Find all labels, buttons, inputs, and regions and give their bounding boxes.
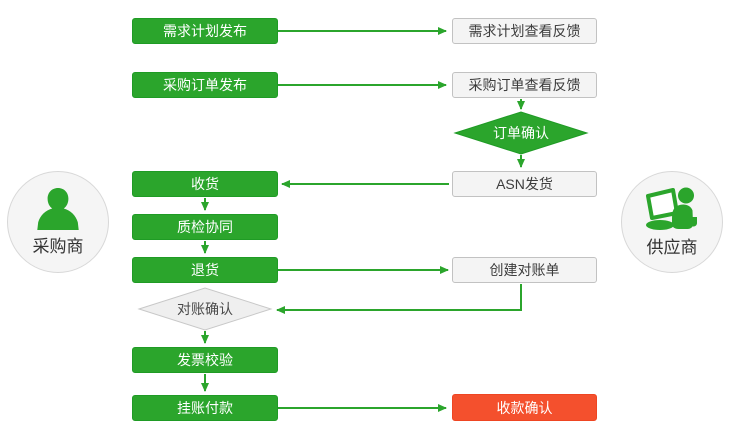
node-po-publish: 采购订单发布	[132, 72, 278, 98]
node-receive-goods: 收货	[132, 171, 278, 197]
buyer-actor: 采购商	[7, 171, 109, 273]
node-receipt-confirm: 收款确认	[452, 394, 597, 421]
node-asn-ship: ASN发货	[452, 171, 597, 197]
node-create-statement: 创建对账单	[452, 257, 597, 283]
node-return-goods: 退货	[132, 257, 278, 283]
node-statement-confirm-label: 对账确认	[177, 301, 233, 317]
node-order-confirm-label: 订单确认	[493, 125, 549, 141]
person-laptop-icon	[646, 187, 697, 230]
node-invoice-check: 发票校验	[132, 347, 278, 373]
node-demand-plan-feedback: 需求计划查看反馈	[452, 18, 597, 44]
edge-statement-to-confirm	[276, 284, 522, 314]
node-demand-plan-publish: 需求计划发布	[132, 18, 278, 44]
person-icon	[37, 187, 79, 230]
order-confirm-diamond	[453, 111, 589, 155]
supplier-label: 供应商	[646, 237, 698, 257]
supplier-actor: 供应商	[621, 171, 723, 273]
buyer-label: 采购商	[32, 236, 84, 256]
node-book-payment: 挂账付款	[132, 395, 278, 421]
statement-confirm-diamond	[137, 287, 273, 331]
node-po-feedback: 采购订单查看反馈	[452, 72, 597, 98]
node-quality-collab: 质检协同	[132, 214, 278, 240]
